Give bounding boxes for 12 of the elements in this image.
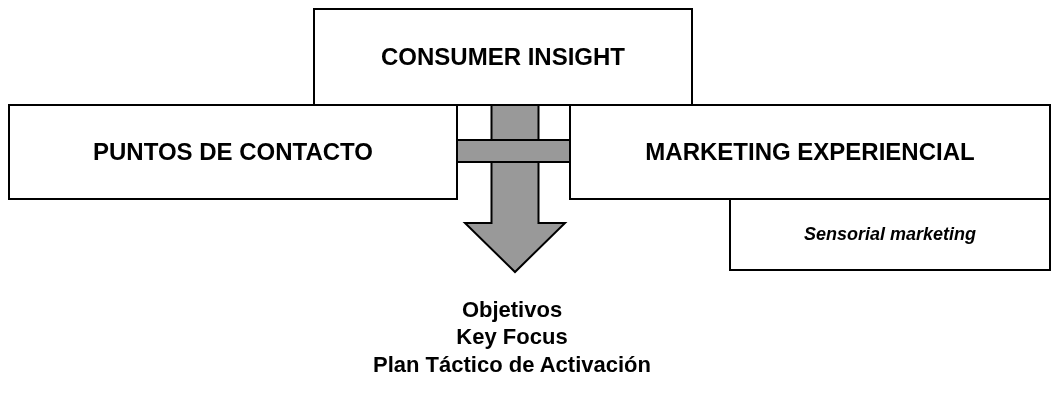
text-box xyxy=(569,104,1051,200)
box-label: Sensorial marketing xyxy=(803,223,977,246)
box-label: CONSUMER INSIGHT xyxy=(381,42,625,72)
box-label: PUNTOS DE CONTACTO xyxy=(93,137,373,167)
text-box xyxy=(313,8,693,106)
box-label: MARKETING EXPERIENCIAL xyxy=(645,137,975,167)
text-box xyxy=(8,104,458,200)
result-text: Objetivos xyxy=(461,295,563,324)
result-text: Plan Táctico de Activación xyxy=(373,350,651,379)
text-box xyxy=(729,198,1051,271)
connector-bar xyxy=(456,139,571,163)
result-text: Key Focus xyxy=(456,323,568,351)
